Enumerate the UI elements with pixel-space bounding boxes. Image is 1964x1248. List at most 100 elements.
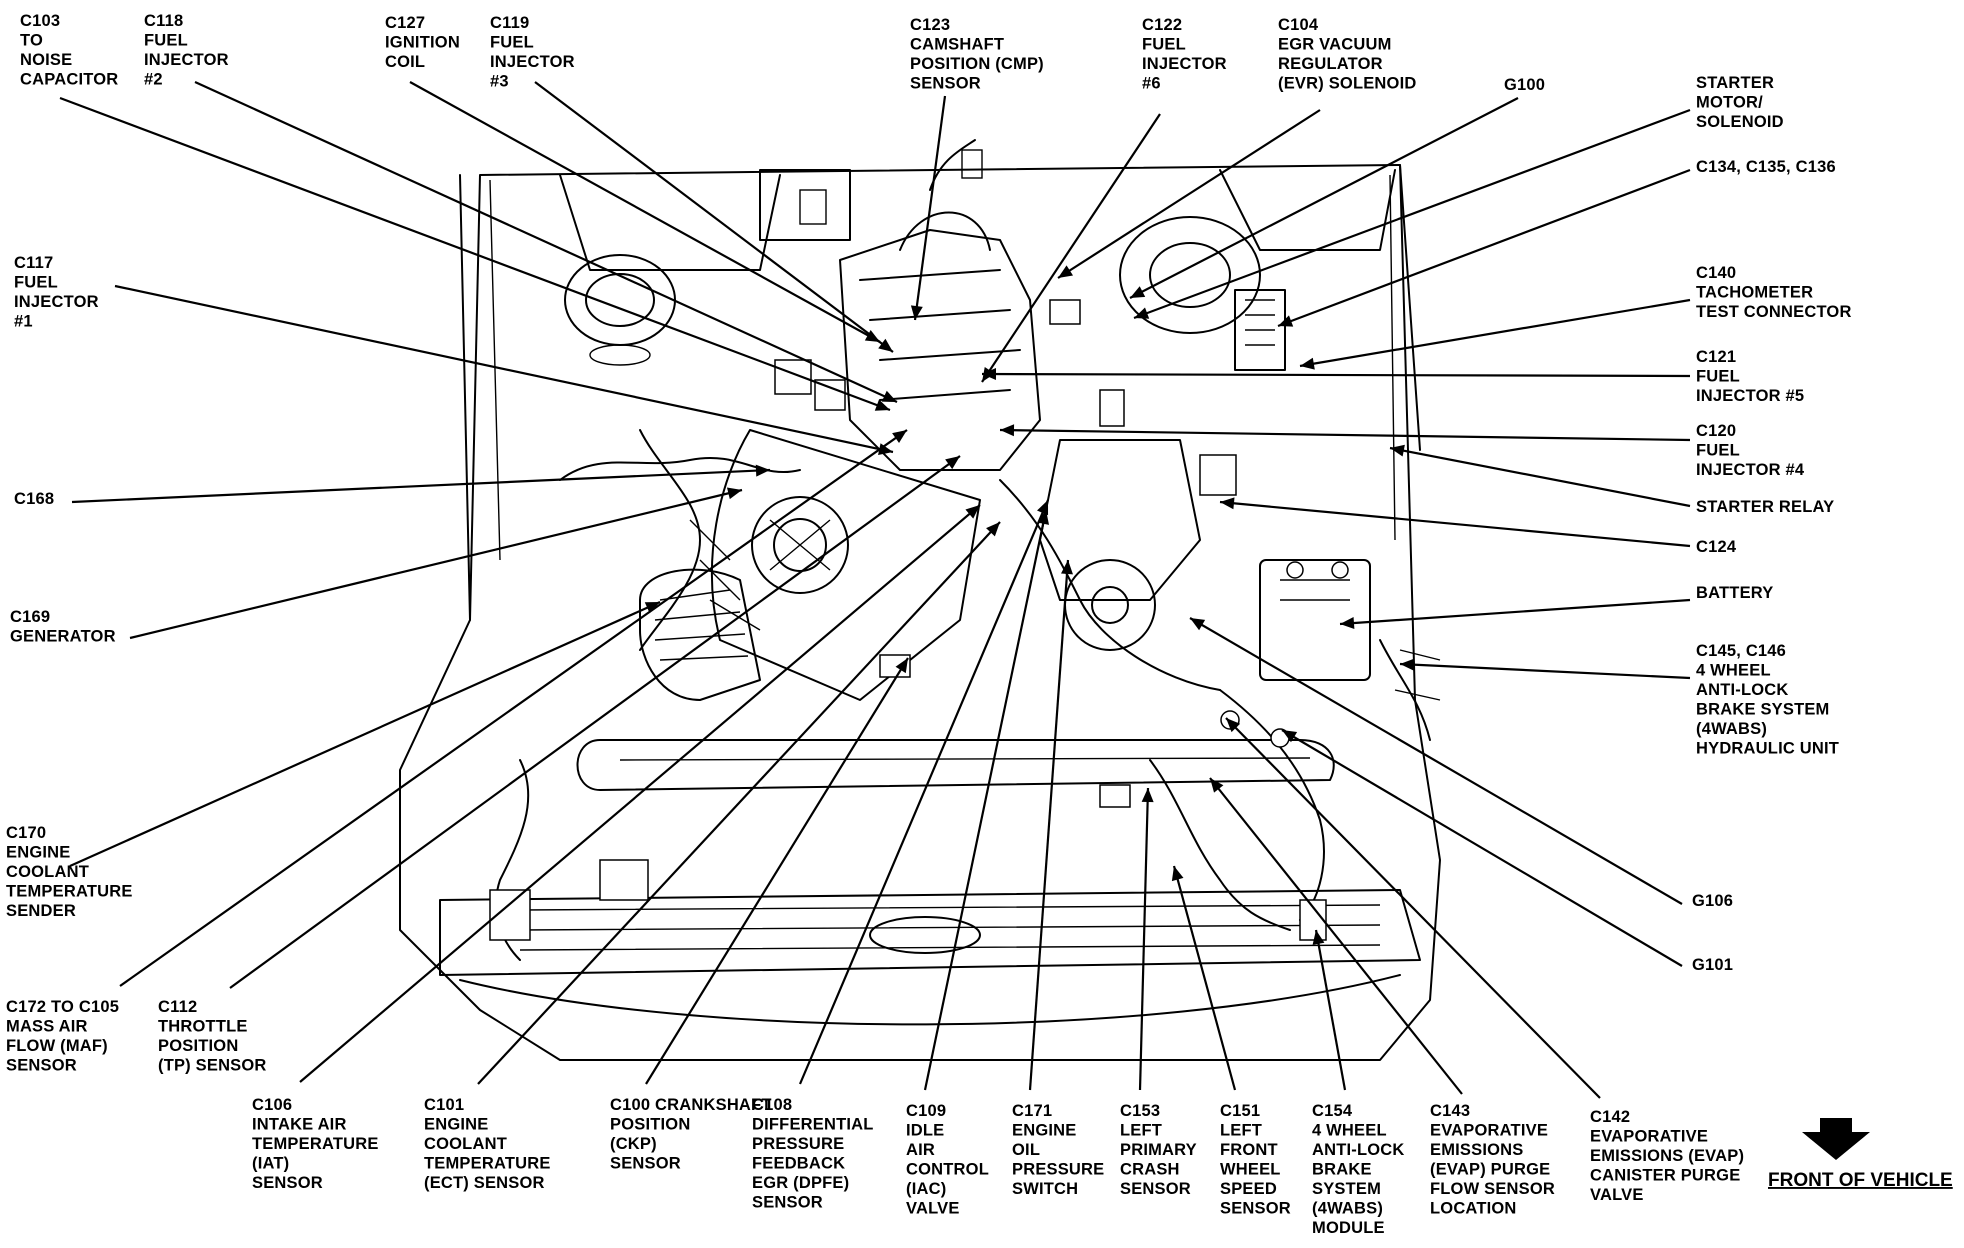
callout-line: C168 — [14, 490, 54, 508]
callout-label-g100: G100 — [1504, 76, 1545, 94]
front-of-vehicle-label: FRONT OF VEHICLE — [1768, 1170, 1953, 1191]
callout-line: FEEDBACK — [752, 1155, 845, 1173]
leader-line-c169 — [129, 488, 743, 640]
leader-line-c123 — [913, 95, 947, 321]
callout-line: INJECTOR — [1142, 55, 1227, 73]
callout-line: EMISSIONS — [1430, 1141, 1524, 1159]
callout-line: C142 — [1590, 1108, 1630, 1126]
leader-arrow-c140 — [1300, 357, 1315, 370]
callout-line: IGNITION — [385, 34, 460, 52]
callout-line: BRAKE SYSTEM — [1696, 701, 1830, 719]
callout-line: ENGINE — [424, 1116, 488, 1134]
leader-line-c121 — [981, 372, 1691, 378]
leader-line-c119 — [534, 81, 894, 353]
leader-arrow-c100 — [895, 658, 908, 674]
callout-line: C123 — [910, 16, 950, 34]
callout-line: C103 — [20, 12, 60, 30]
callout-line: MASS AIR — [6, 1018, 88, 1036]
callout-line: PRESSURE — [1012, 1161, 1104, 1179]
leader-line-c101 — [477, 521, 1001, 1085]
callout-line: REGULATOR — [1278, 55, 1383, 73]
callout-line: CONTROL — [906, 1161, 989, 1179]
callout-line: INJECTOR #5 — [1696, 387, 1804, 405]
callout-line: ENGINE — [6, 844, 70, 862]
callout-line: SYSTEM — [1312, 1180, 1381, 1198]
callout-line: CAPACITOR — [20, 71, 118, 89]
callout-line: OIL — [1012, 1141, 1040, 1159]
leader-line-c127 — [409, 81, 881, 343]
callout-line: BRAKE — [1312, 1161, 1372, 1179]
leader-arrow-c103 — [874, 399, 890, 411]
leader-line-battery — [1339, 598, 1691, 626]
callout-line: G106 — [1692, 892, 1733, 910]
leader-arrow-c145 — [1400, 658, 1415, 671]
leader-line-c153 — [1138, 787, 1150, 1091]
leader-arrow-g100 — [1130, 286, 1146, 298]
callout-line: C109 — [906, 1102, 946, 1120]
callout-line: LEFT — [1120, 1122, 1162, 1140]
callout-label-battery: BATTERY — [1696, 584, 1773, 602]
callout-label-g101: G101 — [1692, 956, 1733, 974]
callout-line: 4 WHEEL — [1696, 662, 1771, 680]
front-of-vehicle-indicator: FRONT OF VEHICLE — [1768, 1118, 1953, 1191]
callout-line: #6 — [1142, 75, 1161, 93]
leader-arrow-c142 — [1226, 718, 1241, 733]
leader-line-c100 — [645, 657, 909, 1085]
callout-line: C108 — [752, 1096, 792, 1114]
callout-label-c168: C168 — [14, 490, 54, 508]
callout-line: GENERATOR — [10, 628, 116, 646]
callout-line: POSITION — [158, 1037, 238, 1055]
callout-line: FUEL — [490, 34, 534, 52]
leader-arrow-c101 — [986, 522, 1000, 537]
callout-line: EGR VACUUM — [1278, 36, 1392, 54]
leader-line-c112 — [229, 455, 961, 989]
leader-arrow-c170 — [644, 602, 660, 614]
callout-line: (CKP) — [610, 1135, 657, 1153]
leader-arrow-c151 — [1171, 866, 1184, 882]
leader-arrow-c109 — [1037, 510, 1050, 525]
callout-line: CANISTER PURGE — [1590, 1167, 1740, 1185]
callout-line: STARTER — [1696, 74, 1774, 92]
callout-line: SENSOR — [610, 1155, 681, 1173]
callout-label-g106: G106 — [1692, 892, 1733, 910]
leader-line-c124 — [1219, 500, 1691, 548]
engine-compartment-drawing — [399, 139, 1441, 1061]
callout-line: TEMPERATURE — [6, 883, 133, 901]
callout-line: ANTI-LOCK — [1696, 681, 1789, 699]
leader-arrow-g101 — [1282, 730, 1298, 743]
callout-line: (4WABS) — [1696, 720, 1767, 738]
callout-line: FUEL — [144, 32, 188, 50]
leader-line-c145 — [1399, 662, 1691, 680]
callout-line: FUEL — [1696, 442, 1740, 460]
callout-line: #2 — [144, 71, 163, 89]
callout-line: SENSOR — [252, 1174, 323, 1192]
callout-line: COOLANT — [424, 1135, 507, 1153]
callout-line: C120 — [1696, 422, 1736, 440]
callout-line: TACHOMETER — [1696, 284, 1813, 302]
leader-arrow-c118 — [881, 390, 897, 402]
leader-arrow-c143 — [1210, 778, 1224, 793]
callout-line: COOLANT — [6, 863, 89, 881]
callout-line: MODULE — [1312, 1219, 1385, 1237]
callout-line: C169 — [10, 608, 50, 626]
callout-line: CAMSHAFT — [910, 36, 1004, 54]
leader-arrow-c168 — [755, 464, 770, 477]
callout-line: INJECTOR — [144, 51, 229, 69]
leader-arrow-c171 — [1061, 560, 1073, 575]
callout-line: C118 — [144, 12, 183, 30]
leader-line-c171 — [1028, 559, 1070, 1091]
